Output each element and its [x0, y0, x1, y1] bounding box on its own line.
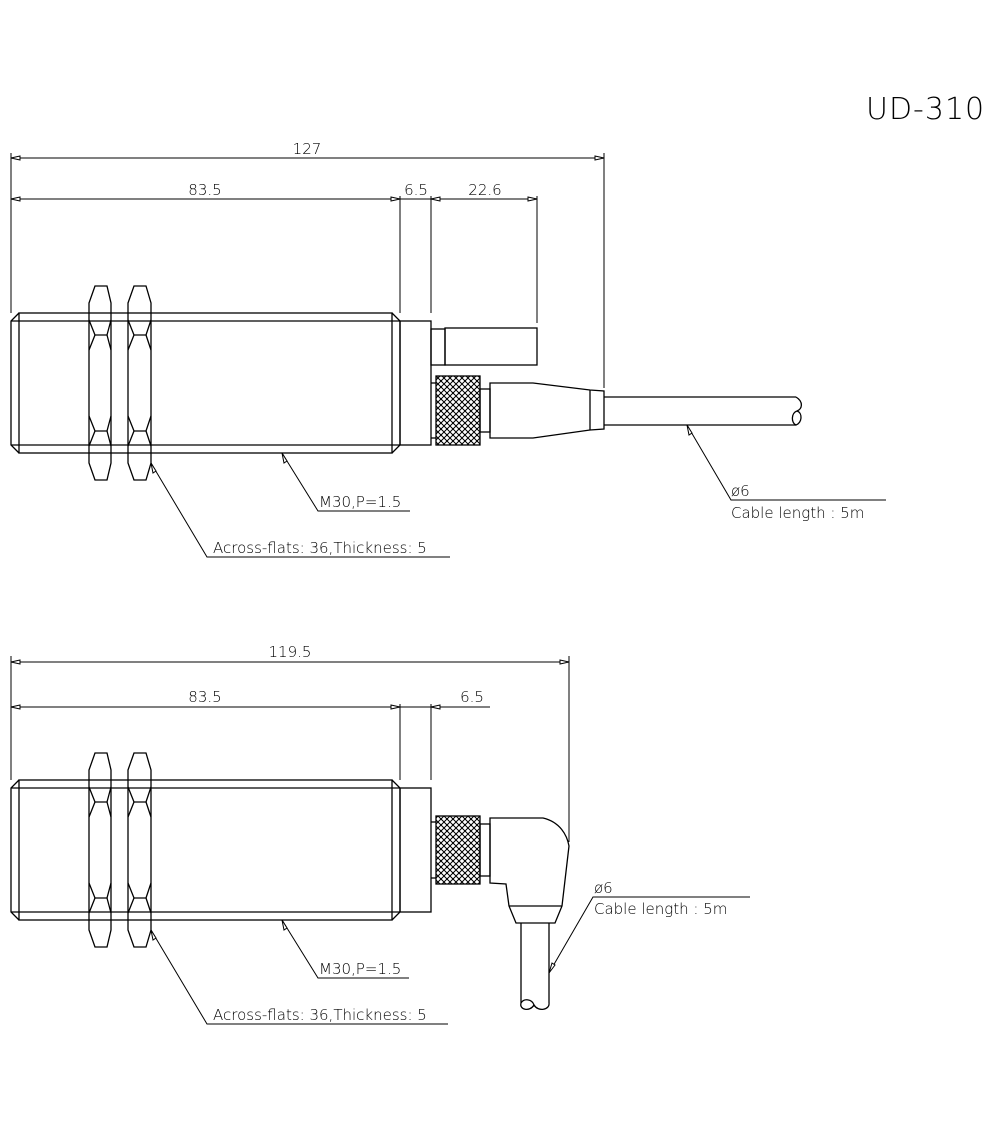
right-angle-plug [489, 817, 570, 924]
knurled-nut [435, 375, 481, 446]
sensor-body [10, 312, 432, 454]
right-angle-connector-view: 119.5 83.5 6.5 [10, 643, 750, 1025]
model-title: UD-310 [866, 92, 985, 127]
hex-nut-2 [127, 752, 152, 948]
straight-connector-view: 127 83.5 6.5 22.6 [10, 140, 886, 558]
cable-length-label: Cable length : 5m [731, 504, 864, 522]
dimension-lines [10, 153, 605, 388]
hex-nut-1 [88, 285, 112, 481]
cable-diameter-label: ø6 [594, 879, 613, 897]
dimension-lines [10, 656, 570, 842]
dim-body: 83.5 [188, 181, 221, 199]
sensor-body [10, 779, 432, 921]
thread-label: M30,P=1.5 [319, 493, 401, 511]
leader-lines [150, 896, 750, 1025]
dim-step: 6.5 [404, 181, 428, 199]
knurled-nut [435, 815, 481, 885]
dim-connector: 22.6 [468, 181, 501, 199]
dim-overall: 127 [293, 140, 322, 158]
dim-body: 83.5 [188, 688, 221, 706]
hex-nut-2 [127, 285, 152, 481]
dim-step: 6.5 [460, 688, 484, 706]
thread-label: M30,P=1.5 [319, 960, 401, 978]
connector-stub [444, 327, 538, 366]
nut-label: Across-flats: 36,Thickness: 5 [213, 539, 427, 557]
leader-lines [150, 424, 886, 558]
cable-plug [489, 382, 605, 439]
cable-diameter-label: ø6 [731, 482, 750, 500]
dim-overall: 119.5 [269, 643, 312, 661]
hex-nut-1 [88, 752, 112, 948]
cable-length-label: Cable length : 5m [594, 900, 727, 918]
nut-label: Across-flats: 36,Thickness: 5 [213, 1006, 427, 1024]
